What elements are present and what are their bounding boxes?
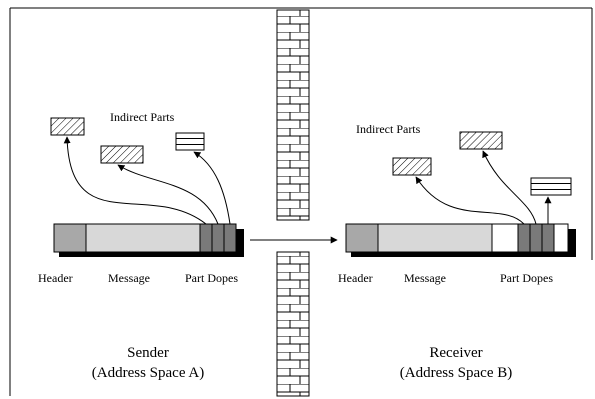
sender-dope-3 <box>223 223 237 253</box>
receiver-indirect-parts <box>392 131 572 196</box>
receiver-message-label: Message <box>404 271 446 285</box>
sender-name: Sender <box>127 345 169 361</box>
sender-address-space: (Address Space A) <box>92 365 204 381</box>
sender-indirect-part-3 <box>175 132 205 151</box>
sender-message-bar <box>53 223 244 257</box>
receiver-dope-1 <box>517 223 531 253</box>
receiver-indirect-part-2 <box>459 131 503 150</box>
sender-message-block <box>85 223 201 253</box>
sender-indirect-part-1 <box>50 117 85 136</box>
receiver-indirect-part-3 <box>530 177 572 196</box>
sender-indirect-part-2 <box>100 145 144 164</box>
sender-dope-2 <box>211 223 225 253</box>
brick-wall-bottom <box>276 251 310 397</box>
sender-message-label: Message <box>108 271 150 285</box>
sender-pointer-curves <box>63 136 231 225</box>
receiver-indirect-part-1 <box>392 157 432 176</box>
receiver-header-label: Header <box>338 271 373 285</box>
receiver-name: Receiver <box>429 345 482 361</box>
sender-indirect-parts-label: Indirect Parts <box>110 110 175 124</box>
sender-indirect-parts <box>50 117 205 164</box>
frame <box>9 7 593 396</box>
sender-dope-1 <box>199 223 213 253</box>
receiver-indirect-parts-label: Indirect Parts <box>356 122 421 136</box>
receiver-part-dopes-label: Part Dopes <box>500 271 553 285</box>
receiver-message-block <box>377 223 493 253</box>
receiver-message-bar <box>345 223 576 257</box>
receiver-pointer-curves <box>415 150 552 225</box>
brick-wall-top <box>276 9 310 221</box>
receiver-header-block <box>345 223 379 253</box>
receiver-dope-3 <box>541 223 555 253</box>
sender-header-label: Header <box>38 271 73 285</box>
sender-part-dopes-label: Part Dopes <box>185 271 238 285</box>
receiver-dope-2 <box>529 223 543 253</box>
receiver-address-space: (Address Space B) <box>400 365 512 381</box>
